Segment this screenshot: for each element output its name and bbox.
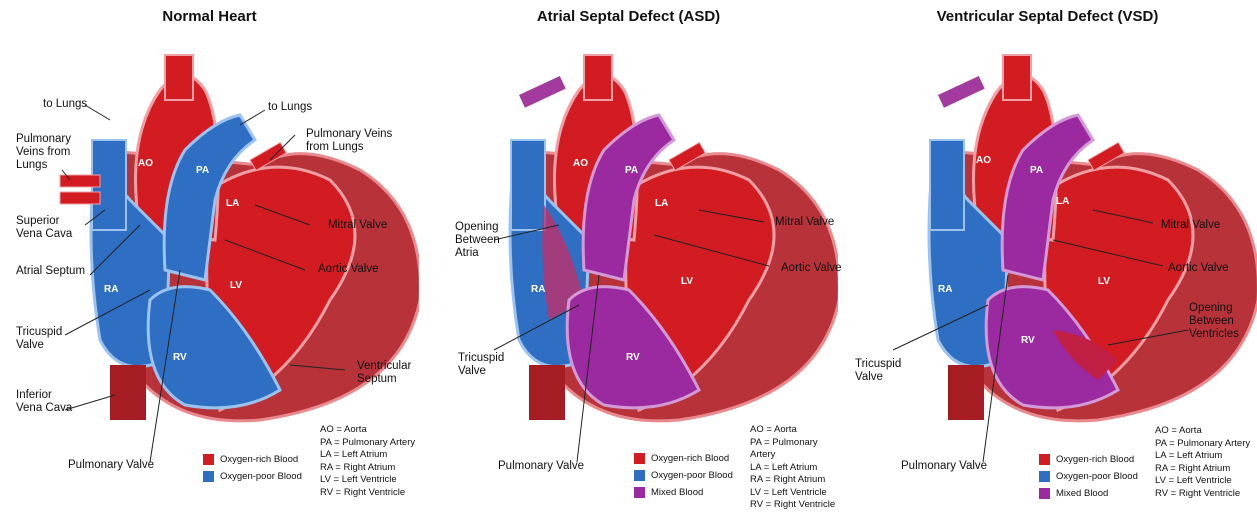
label-inferior-vena-cava: Inferior Vena Cava <box>16 389 72 415</box>
panel-normal-heart: Normal Heart <box>0 0 419 505</box>
legend-item: Oxygen-rich Blood <box>1039 451 1138 468</box>
abbreviation-key: AO = Aorta PA = Pulmonary Artery LA = Le… <box>320 424 415 499</box>
tag-pa: PA <box>1030 165 1043 176</box>
abbreviation-key: AO = Aorta PA = Pulmonary Artery LA = Le… <box>1155 425 1250 500</box>
tag-la: LA <box>226 198 239 209</box>
label-pulmonary-valve: Pulmonary Valve <box>901 460 987 473</box>
legend-item: Oxygen-rich Blood <box>203 451 302 468</box>
swatch-mixed <box>634 487 645 498</box>
label-mitral-valve: Mitral Valve <box>775 216 834 229</box>
tag-rv: RV <box>626 352 640 363</box>
label-superior-vena-cava: Superior Vena Cava <box>16 215 72 241</box>
label-aortic-valve: Aortic Valve <box>781 262 842 275</box>
legend: Oxygen-rich Blood Oxygen-poor Blood <box>203 451 302 485</box>
tag-ao: AO <box>573 158 588 169</box>
legend-item: Mixed Blood <box>1039 485 1138 502</box>
legend: Oxygen-rich Blood Oxygen-poor Blood Mixe… <box>1039 451 1138 502</box>
panel-vsd: Ventricular Septal Defect (VSD) Mitral V… <box>838 0 1257 505</box>
tag-lv: LV <box>1098 276 1110 287</box>
label-aortic-valve: Aortic Valve <box>318 263 379 276</box>
swatch-oxygen-poor <box>203 471 214 482</box>
label-ventricular-septum: Ventricular Septum <box>357 360 411 386</box>
label-tricuspid-valve: Tricuspid Valve <box>458 352 504 378</box>
label-tricuspid-valve: Tricuspid Valve <box>16 326 62 352</box>
swatch-oxygen-rich <box>203 454 214 465</box>
label-atrial-septum: Atrial Septum <box>16 265 85 278</box>
tag-pa: PA <box>196 165 209 176</box>
label-mitral-valve: Mitral Valve <box>328 219 387 232</box>
tag-ao: AO <box>138 158 153 169</box>
tag-rv: RV <box>1021 335 1035 346</box>
swatch-mixed <box>1039 488 1050 499</box>
legend-item: Oxygen-poor Blood <box>634 467 733 484</box>
label-opening-between-atria: Opening Between Atria <box>455 221 500 260</box>
legend-item: Oxygen-poor Blood <box>203 468 302 485</box>
panel-asd: Atrial Septal Defect (ASD) Opening Betwe… <box>419 0 838 505</box>
swatch-oxygen-poor <box>1039 471 1050 482</box>
label-aortic-valve: Aortic Valve <box>1168 262 1229 275</box>
legend-item: Oxygen-poor Blood <box>1039 468 1138 485</box>
label-to-lungs-left: to Lungs <box>43 98 87 111</box>
label-pulmonary-veins-left: Pulmonary Veins from Lungs <box>16 133 71 172</box>
label-pulmonary-veins-right: Pulmonary Veins from Lungs <box>306 128 392 154</box>
tag-ao: AO <box>976 155 991 166</box>
label-pulmonary-valve: Pulmonary Valve <box>68 459 154 472</box>
legend: Oxygen-rich Blood Oxygen-poor Blood Mixe… <box>634 450 733 501</box>
tag-rv: RV <box>173 352 187 363</box>
swatch-oxygen-poor <box>634 470 645 481</box>
label-to-lungs-right: to Lungs <box>268 101 312 114</box>
tag-lv: LV <box>681 276 693 287</box>
legend-item: Oxygen-rich Blood <box>634 450 733 467</box>
tag-ra: RA <box>104 284 118 295</box>
swatch-oxygen-rich <box>634 453 645 464</box>
tag-pa: PA <box>625 165 638 176</box>
legend-item: Mixed Blood <box>634 484 733 501</box>
label-opening-between-ventricles: Opening Between Ventricles <box>1189 302 1239 341</box>
tag-lv: LV <box>230 280 242 291</box>
tag-ra: RA <box>938 284 952 295</box>
swatch-oxygen-rich <box>1039 454 1050 465</box>
label-mitral-valve: Mitral Valve <box>1161 219 1220 232</box>
label-tricuspid-valve: Tricuspid Valve <box>855 358 901 384</box>
label-pulmonary-valve: Pulmonary Valve <box>498 460 584 473</box>
tag-la: LA <box>655 198 668 209</box>
tag-ra: RA <box>531 284 545 295</box>
tag-la: LA <box>1056 196 1069 207</box>
abbreviation-key: AO = Aorta PA = Pulmonary Artery LA = Le… <box>750 424 838 512</box>
